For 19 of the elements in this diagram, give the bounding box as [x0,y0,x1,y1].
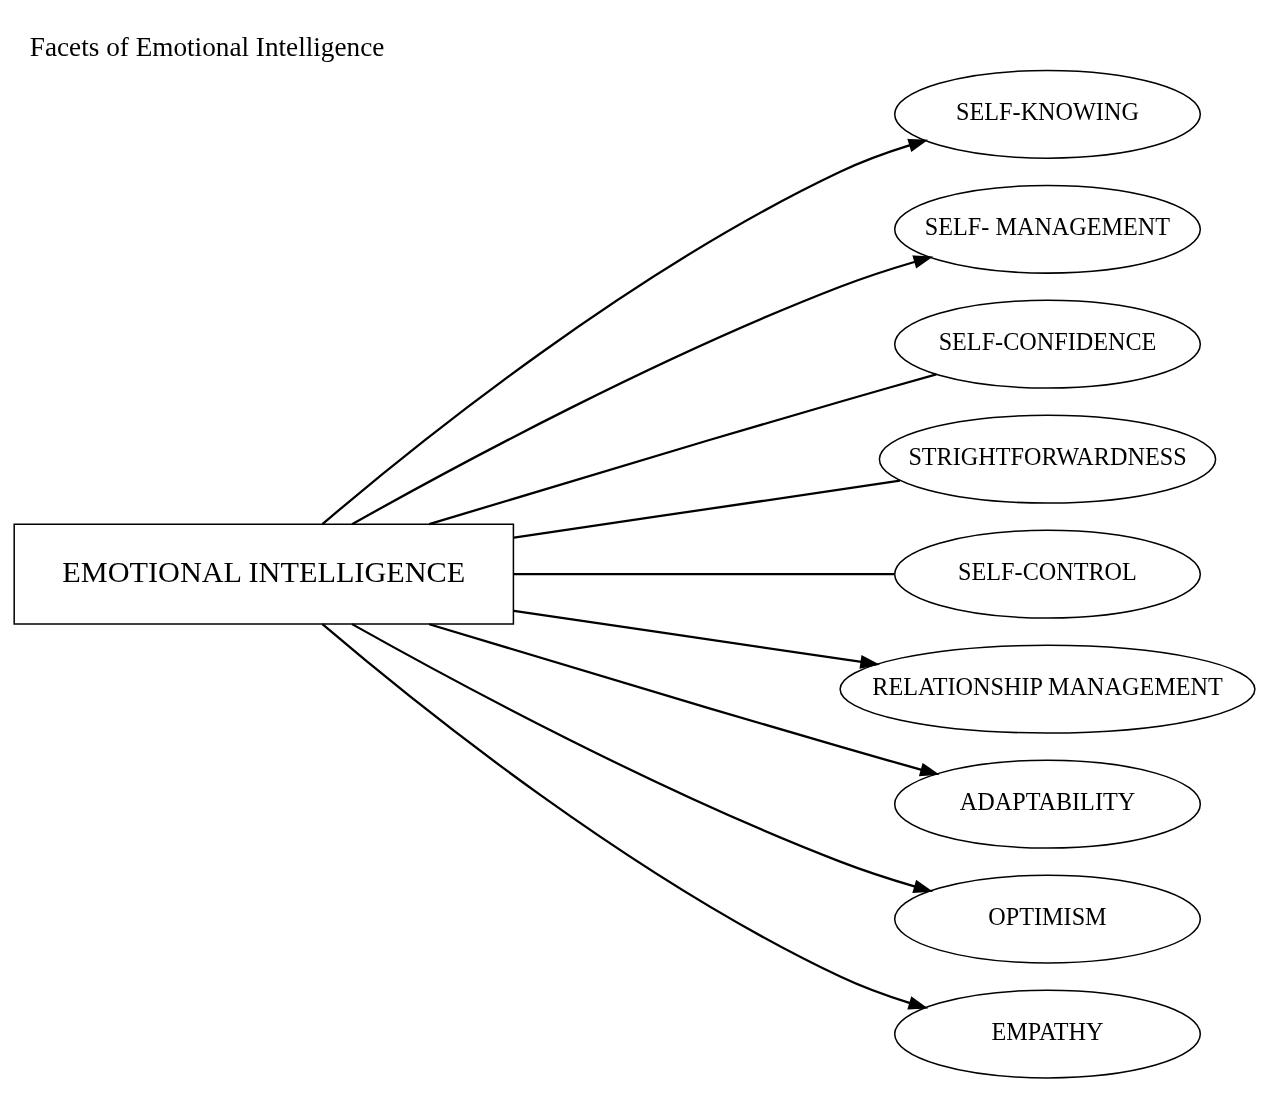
node-ellipse: SELF-CONFIDENCE [893,299,1202,389]
node-box: EMOTIONAL INTELLIGENCE [13,523,515,625]
node-ellipse: OPTIMISM [893,874,1202,964]
arrow [321,138,929,525]
node-ellipse: SELF-CONTROL [893,529,1202,619]
connector [513,479,901,539]
node-ellipse: RELATIONSHIP MANAGEMENT [839,644,1256,734]
node-ellipse: SELF- MANAGEMENT [893,184,1202,274]
arrow [513,609,880,669]
node-ellipse: STRIGHTFORWARDNESS [878,414,1217,504]
arrow [321,623,929,1010]
arrow [351,255,934,526]
arrow [351,623,934,893]
arrow [428,623,940,777]
diagram-title: Facets of Emotional Intelligence [29,31,385,62]
node-ellipse: SELF-KNOWING [893,69,1202,159]
connector [428,373,937,526]
connector [513,573,895,576]
node-ellipse: EMPATHY [893,989,1202,1079]
